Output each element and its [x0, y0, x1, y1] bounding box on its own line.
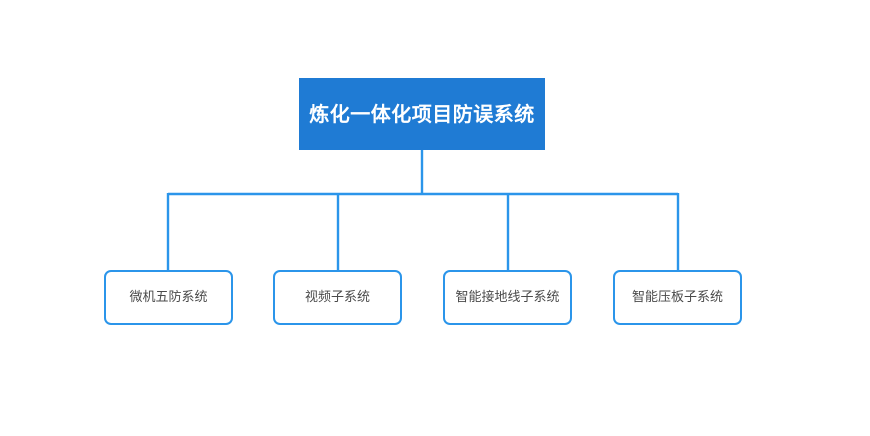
child-node-2[interactable]: 视频子系统 — [273, 270, 402, 325]
child-node-3[interactable]: 智能接地线子系统 — [443, 270, 572, 325]
child-node-4-label: 智能压板子系统 — [631, 289, 723, 305]
child-node-1[interactable]: 微机五防系统 — [104, 270, 233, 325]
child-node-4[interactable]: 智能压板子系统 — [613, 270, 742, 325]
child-node-2-label: 视频子系统 — [304, 289, 370, 305]
child-node-3-label: 智能接地线子系统 — [455, 289, 560, 305]
child-node-1-label: 微机五防系统 — [129, 289, 208, 305]
root-node[interactable]: 炼化一体化项目防误系统 — [299, 78, 545, 150]
root-node-label: 炼化一体化项目防误系统 — [309, 102, 535, 126]
